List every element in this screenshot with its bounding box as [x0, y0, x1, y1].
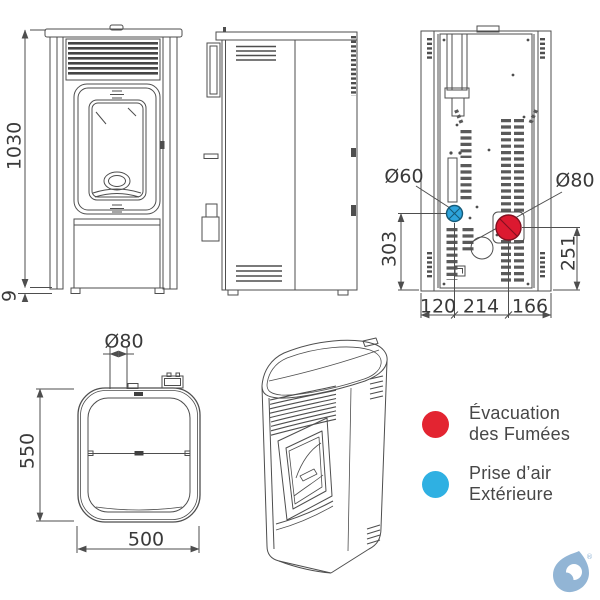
front-door: [73, 83, 165, 215]
dimension-label-smoke-outlet-height: 251: [557, 234, 580, 272]
smoke-exhaust-port: [495, 214, 522, 241]
back-service-hole: [470, 236, 494, 260]
legend-line: des Fumées: [469, 424, 571, 444]
registered-trademark: ®: [586, 553, 593, 561]
legend-line: Prise d’air: [469, 463, 552, 483]
back-dimension-lines: [397, 212, 581, 319]
dimension-label-width-right: 166: [511, 295, 549, 318]
dimension-label-base-height: 9: [0, 289, 21, 303]
front-view: [44, 24, 183, 294]
brand-droplet-logo-icon: ®: [553, 551, 593, 593]
legend-item-smoke-exhaust: Évacuation des Fumées: [422, 403, 570, 445]
dimension-label-air-inlet-diameter: Ø60: [384, 165, 424, 188]
dimension-label-overall-height: 1030: [3, 121, 26, 171]
back-vent-slots: [446, 109, 538, 284]
back-view: [420, 25, 552, 292]
legend-item-label: Évacuation des Fumées: [469, 403, 570, 445]
dimension-label-width-left: 120: [419, 295, 457, 318]
perspective-door: [277, 417, 333, 521]
back-screws: [442, 38, 530, 286]
perspective-grille: [269, 385, 337, 436]
outside-air-dot-icon: [422, 470, 449, 498]
top-view: [77, 372, 201, 523]
legend-item-outside-air: Prise d’air Extérieure: [422, 463, 553, 505]
perspective-side-vents: [366, 375, 384, 545]
perspective-view: [261, 337, 388, 574]
dimension-label-depth: 550: [16, 432, 39, 470]
dimension-label-air-inlet-height: 303: [378, 230, 401, 268]
legend-line: Extérieure: [469, 484, 554, 504]
dimension-label-width-center: 214: [462, 295, 500, 318]
side-view: [201, 27, 358, 296]
legend-item-label: Prise d’air Extérieure: [469, 463, 553, 505]
top-control-box: [161, 372, 184, 389]
dimension-label-flue-diameter-top: Ø80: [104, 330, 144, 353]
outside-air-port: [445, 204, 464, 223]
front-pedestal: [70, 218, 165, 294]
smoke-exhaust-dot-icon: [422, 410, 449, 438]
back-flue-channel: [444, 33, 470, 117]
dimension-label-width: 500: [127, 528, 165, 551]
dimension-label-smoke-outlet-diameter: Ø80: [555, 169, 595, 192]
top-dimension-lines: [36, 347, 200, 553]
front-grille: [65, 38, 161, 81]
front-dimension-lines: [18, 29, 52, 303]
legend-line: Évacuation: [469, 403, 561, 423]
